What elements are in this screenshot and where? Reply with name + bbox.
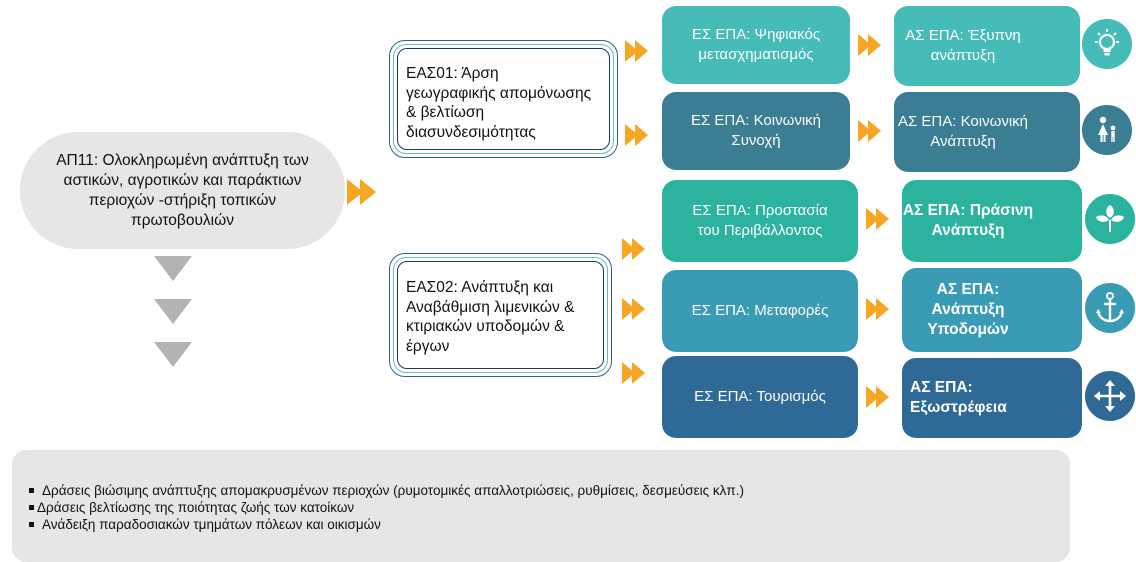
double-arrow-icon bbox=[866, 386, 889, 408]
priority-box-eas01: ΕΑΣ01: Άρση γεωγραφικής απομόνωσης & βελ… bbox=[389, 40, 618, 158]
list-item: Ανάδειξη παραδοσιακών τμημάτων πόλεων κα… bbox=[29, 516, 1070, 533]
double-arrow-icon bbox=[858, 120, 881, 142]
down-triangle-icon bbox=[154, 256, 192, 281]
double-arrow-icon bbox=[858, 34, 881, 56]
double-arrow-icon bbox=[625, 40, 648, 62]
as-epa-outward: ΑΣ ΕΠΑ: Εξωστρέφεια bbox=[902, 358, 1082, 438]
as-epa-smart: ΑΣ ΕΠΑ: Έξυπνη ανάπτυξη bbox=[894, 6, 1080, 86]
double-arrow-icon bbox=[622, 298, 645, 320]
es-epa-transport: ΕΣ ΕΠΑ: Μεταφορές bbox=[662, 270, 858, 352]
as-epa-social: ΑΣ ΕΠΑ: Κοινωνική Ανάπτυξη bbox=[894, 92, 1080, 172]
double-arrow-icon bbox=[347, 179, 376, 205]
es-epa-digital: ΕΣ ΕΠΑ: Ψηφιακός μετασχηματισμός bbox=[662, 6, 850, 84]
list-item: Δράσεις βελτίωσης της ποιότητας ζωής των… bbox=[29, 499, 1070, 516]
as-epa-infrastructure: ΑΣ ΕΠΑ: Ανάπτυξη Υποδομών bbox=[902, 268, 1082, 352]
family-icon bbox=[1080, 103, 1134, 157]
double-arrow-icon bbox=[622, 238, 645, 260]
down-triangle-icon bbox=[154, 299, 192, 324]
axis-bubble: ΑΠ11: Ολοκληρωμένη ανάπτυξη των αστικών,… bbox=[20, 132, 345, 249]
es-epa-social: ΕΣ ΕΠΑ: Κοινωνική Συνοχή bbox=[662, 92, 850, 170]
double-arrow-icon bbox=[866, 208, 889, 230]
double-arrow-icon bbox=[622, 362, 645, 384]
lightbulb-icon bbox=[1080, 17, 1134, 71]
double-arrow-icon bbox=[625, 124, 648, 146]
double-arrow-icon bbox=[866, 298, 889, 320]
list-item: Δράσεις βιώσιμης ανάπτυξης απομακρυσμένω… bbox=[29, 482, 1070, 499]
es-epa-environment: ΕΣ ΕΠΑ: Προστασία του Περιβάλλοντος bbox=[662, 180, 858, 262]
actions-panel: Δράσεις βιώσιμης ανάπτυξης απομακρυσμένω… bbox=[12, 450, 1070, 562]
leaves-icon bbox=[1083, 192, 1136, 246]
priority-label: ΕΑΣ02: Ανάπτυξη και Αναβάθμιση λιμενικών… bbox=[397, 261, 604, 369]
as-epa-green: ΑΣ ΕΠΑ: Πράσινη Ανάπτυξη bbox=[902, 180, 1082, 262]
es-epa-tourism: ΕΣ ΕΠΑ: Τουρισμός bbox=[662, 356, 858, 438]
down-triangle-icon bbox=[154, 342, 192, 367]
anchor-icon bbox=[1083, 281, 1136, 335]
priority-label: ΕΑΣ01: Άρση γεωγραφικής απομόνωσης & βελ… bbox=[397, 48, 610, 150]
priority-box-eas02: ΕΑΣ02: Ανάπτυξη και Αναβάθμιση λιμενικών… bbox=[389, 253, 612, 377]
move-arrows-icon bbox=[1083, 369, 1136, 423]
